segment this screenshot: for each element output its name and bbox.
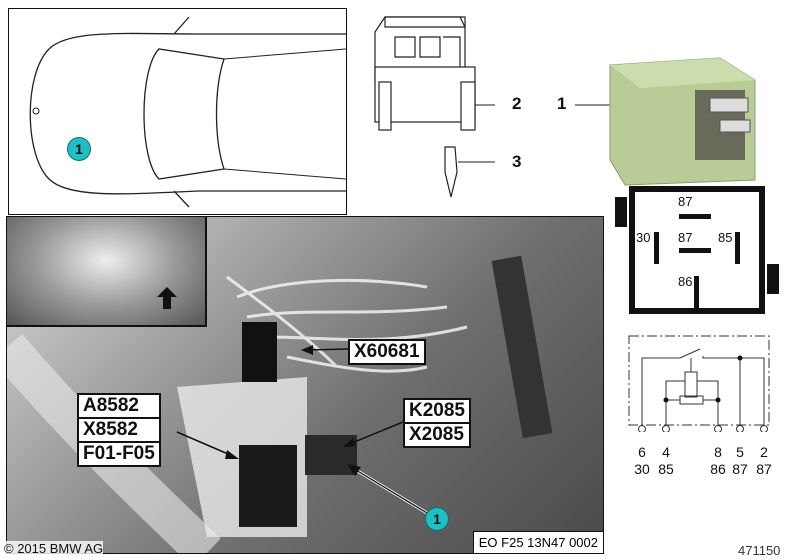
photo-badge: 1 — [425, 507, 449, 531]
label-f01-f05: F01-F05 — [83, 443, 155, 464]
schematic-pin-6: 6 — [638, 444, 646, 460]
label-stack-relay: K2085 X2085 — [403, 398, 471, 448]
schematic-pin-8: 8 — [714, 444, 722, 460]
pin-30: 30 — [636, 230, 651, 245]
pin-87-center: 87 — [678, 230, 693, 245]
part-number-1: 1 — [557, 94, 567, 113]
copyright: © 2015 BMW AG — [4, 541, 104, 556]
label-stack-fuse-carrier: A8582 X8582 F01-F05 — [77, 393, 161, 467]
terminal-87a: 87 — [732, 461, 748, 477]
part-number-3: 3 — [512, 152, 522, 171]
pin-86: 86 — [678, 274, 693, 289]
terminal-87b: 87 — [756, 461, 772, 477]
schematic-pin-2: 2 — [760, 444, 768, 460]
schematic-pin-4: 4 — [662, 444, 670, 460]
car-outline-icon — [29, 16, 347, 208]
terminal-86: 86 — [710, 461, 726, 477]
relay-icon — [575, 57, 756, 186]
relay-pinout: 87 30 87 85 86 — [615, 186, 779, 314]
relay-circuit-schematic — [628, 335, 770, 432]
pin-85: 85 — [718, 230, 733, 245]
engine-bay-inset — [7, 217, 207, 327]
label-a8582: A8582 — [79, 395, 159, 419]
terminal-85: 85 — [658, 461, 674, 477]
label-x60681: X60681 — [348, 339, 426, 365]
pin-87-top: 87 — [678, 194, 693, 209]
label-x8582: X8582 — [79, 419, 159, 443]
installation-photo: X60681 A8582 X8582 F01-F05 K2085 X2085 1… — [6, 216, 604, 554]
arrow-up-icon — [157, 287, 177, 309]
photo-detail — [7, 255, 553, 553]
label-x2085: X2085 — [409, 424, 464, 445]
vehicle-location-panel: 1 — [8, 8, 347, 215]
diagram-code: EO F25 13N47 0002 — [472, 531, 603, 553]
label-k2085: K2085 — [405, 400, 469, 424]
terminal-30: 30 — [634, 461, 650, 477]
part-number-2: 2 — [512, 94, 522, 113]
image-number: 471150 — [738, 543, 781, 558]
schematic-pin-5: 5 — [736, 444, 744, 460]
relay-housing-icon — [374, 16, 495, 198]
location-badge: 1 — [67, 137, 91, 161]
